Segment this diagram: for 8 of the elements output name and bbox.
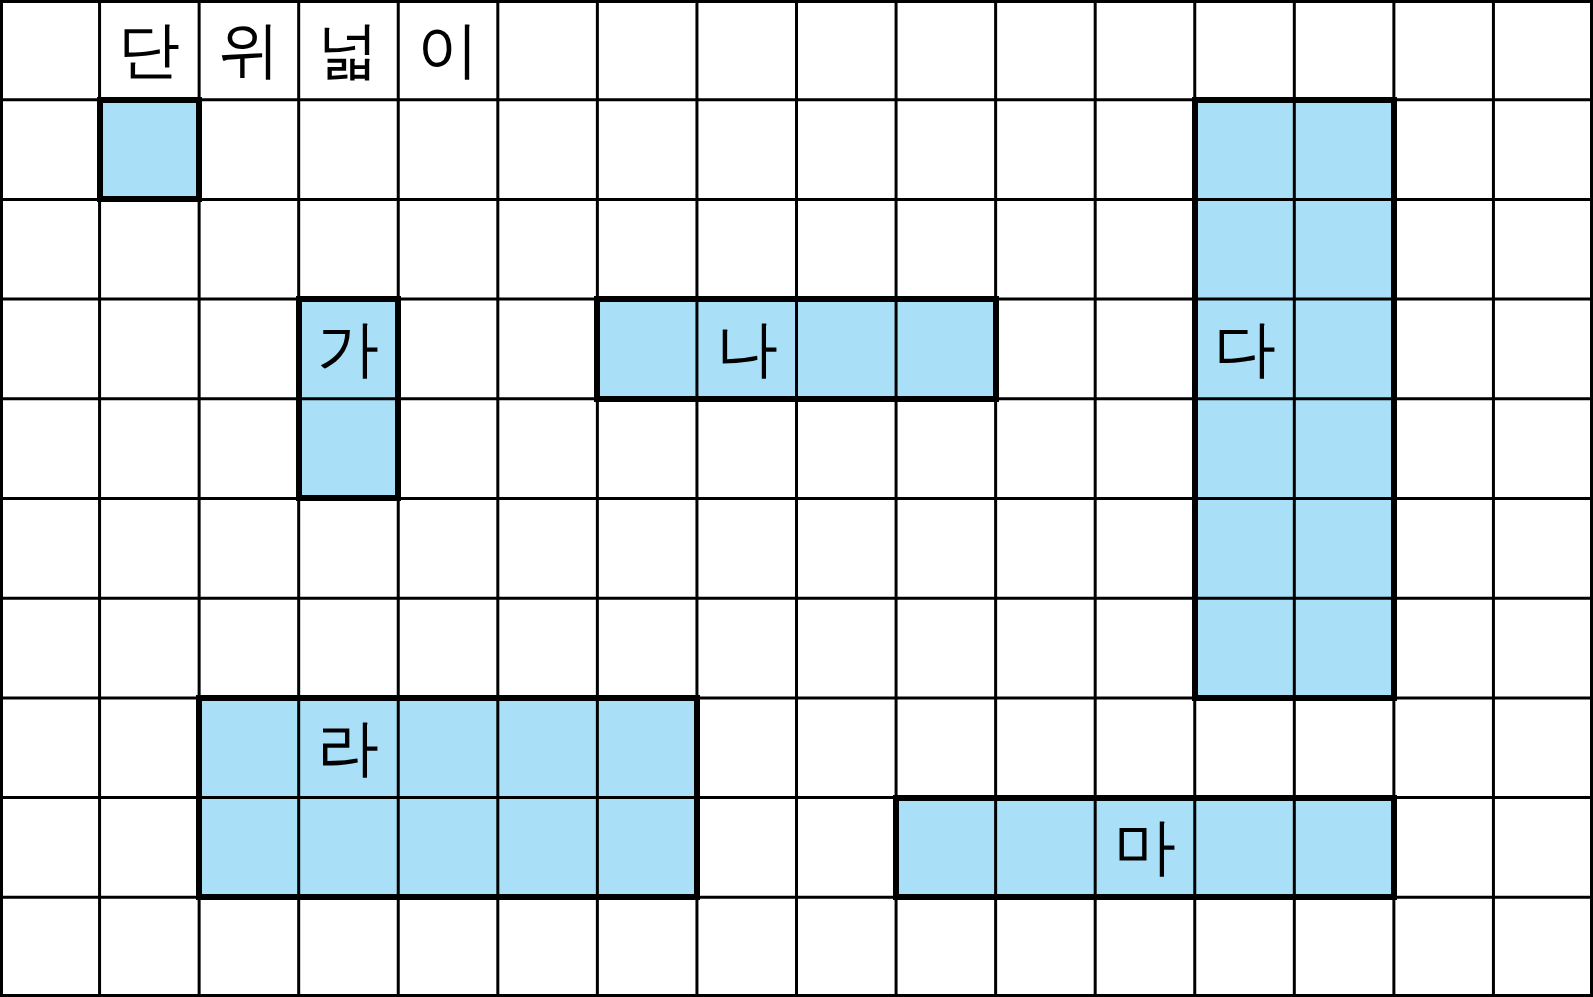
shaded-region — [196, 694, 700, 901]
shaded-region — [1191, 96, 1397, 701]
region-label: 다 — [1212, 317, 1277, 380]
region-label: 라 — [316, 716, 381, 779]
shaded-region — [594, 296, 999, 402]
region-label: 가 — [316, 317, 381, 380]
region-label: 나 — [714, 317, 779, 380]
region-label: 마 — [1112, 816, 1177, 879]
